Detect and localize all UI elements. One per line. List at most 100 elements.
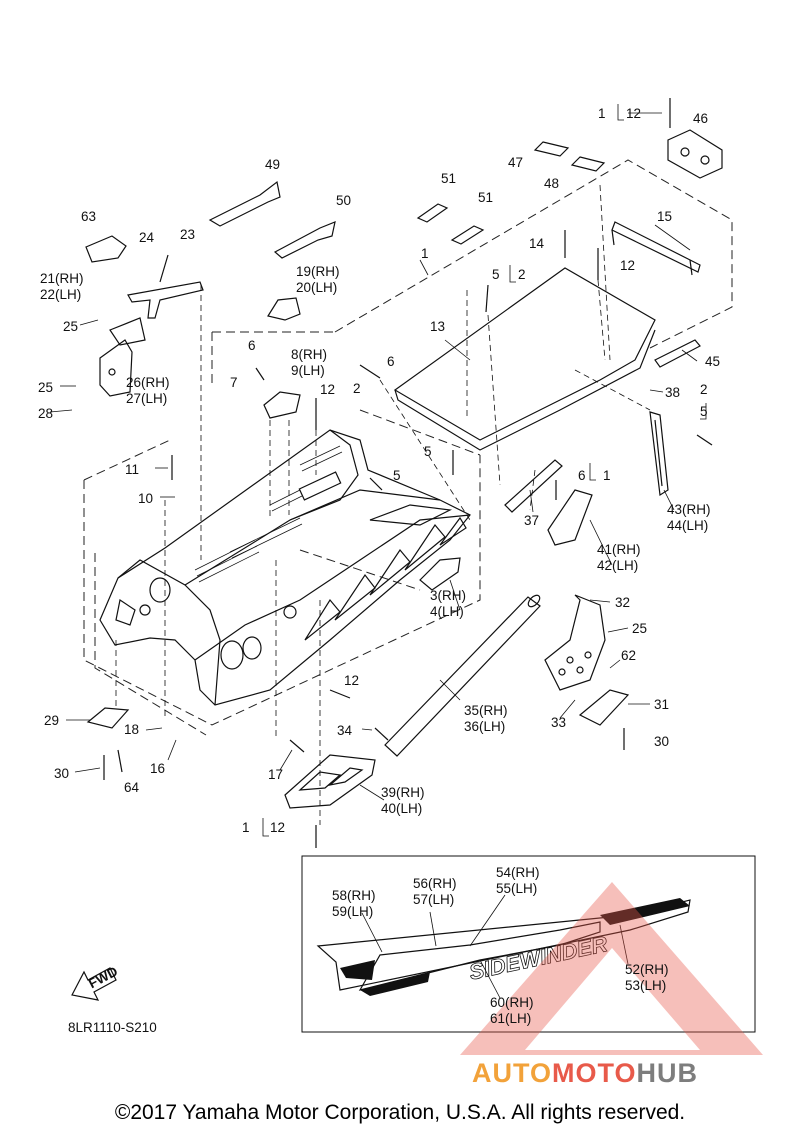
bracket-26-27 [99,339,133,397]
label-53: 53(LH) [625,978,666,993]
label-25b: 25 [38,380,53,395]
label-23: 23 [180,227,195,242]
label-60: 60(RH) [490,995,534,1010]
label-61: 61(LH) [490,1011,531,1026]
label-34: 34 [337,723,353,738]
label-15: 15 [657,209,672,224]
label-5d: 5 [393,468,401,483]
label-2c: 2 [700,382,708,397]
label-62: 62 [621,648,636,663]
label-50: 50 [336,193,351,208]
label-2b: 2 [353,381,361,396]
label-6c: 6 [578,468,586,483]
label-5b: 5 [700,404,708,419]
label-11: 11 [125,462,139,477]
label-6b: 6 [387,354,395,369]
assembly-outlines [83,159,733,736]
bracket-21-22 [109,281,204,346]
label-64: 64 [124,780,140,795]
label-36: 36(LH) [464,719,505,734]
label-12b: 12 [620,258,635,273]
label-20: 20(LH) [296,280,337,295]
label-39: 39(RH) [381,785,425,800]
bracket-46 [667,129,723,179]
label-14: 14 [529,236,545,251]
bracket-15 [611,221,701,276]
label-25c: 25 [632,621,647,636]
chassis-frame [99,429,471,706]
plate-3-4 [419,557,461,591]
watermark-logo [460,882,763,1055]
label-41: 41(RH) [597,542,641,557]
label-56: 56(RH) [413,876,457,891]
leader-lines [49,104,707,837]
alignment-lines [115,184,651,825]
label-1b: 1 [421,246,429,261]
footrest-32 [544,594,606,691]
label-24: 24 [139,230,155,245]
label-38: 38 [665,385,680,400]
label-5a: 5 [492,267,500,282]
rail-43-44 [649,411,669,497]
label-51a: 51 [441,171,456,186]
label-54: 54(RH) [496,865,540,880]
diagram-code: 8LR1110-S210 [68,1020,157,1035]
label-12c: 12 [320,382,335,397]
pad-49 [208,180,281,227]
label-1d: 1 [242,820,250,835]
label-10: 10 [138,491,153,506]
truss-holes [304,504,467,641]
label-44: 44(LH) [667,518,708,533]
flap-45 [654,339,701,368]
label-55: 55(LH) [496,881,537,896]
label-59: 59(LH) [332,904,373,919]
copyright-notice: ©2017 Yamaha Motor Corporation, U.S.A. A… [114,1101,686,1124]
label-21: 21(RH) [40,271,84,286]
label-5c: 5 [424,444,432,459]
label-9: 9(LH) [291,363,325,378]
label-12a: 12 [626,106,641,121]
label-31: 31 [654,697,669,712]
label-49: 49 [265,157,280,172]
watermark-moto: MOTO [552,1058,637,1088]
label-1a: 1 [598,106,606,121]
label-19: 19(RH) [296,264,340,279]
fwd-arrow-icon: FWD [71,963,120,1001]
step-31 [578,689,630,726]
pad-51b [450,225,485,245]
label-18: 18 [124,722,139,737]
label-33: 33 [551,715,566,730]
label-13: 13 [430,319,445,334]
label-6a: 6 [248,338,256,353]
label-16: 16 [150,761,165,776]
label-12e: 12 [270,820,285,835]
label-30a: 30 [654,734,669,749]
label-3: 3(RH) [430,588,466,603]
label-46: 46 [693,111,708,126]
label-48: 48 [544,176,559,191]
bar-37 [504,459,563,513]
label-35: 35(RH) [464,703,508,718]
label-7: 7 [230,375,238,390]
watermark-wordmark: AUTOMOTOHUB [472,1058,698,1089]
label-40: 40(LH) [381,801,422,816]
label-17: 17 [268,767,283,782]
step-29 [86,707,130,729]
label-42: 42(LH) [597,558,638,573]
fasteners [103,98,713,848]
label-2a: 2 [518,267,526,282]
bracket-8-9 [263,391,301,419]
label-1c: 1 [603,468,611,483]
label-27: 27(LH) [126,391,167,406]
decal-48 [570,156,606,172]
label-4: 4(LH) [430,604,464,619]
label-57: 57(LH) [413,892,454,907]
watermark-hub: HUB [636,1058,699,1088]
part-labels: 1 12 46 47 48 49 50 51 51 63 24 23 21(RH… [38,106,720,1035]
label-8: 8(RH) [291,347,327,362]
pad-51a [416,203,449,223]
step-plate [284,754,376,809]
label-52: 52(RH) [625,962,669,977]
running-board-tube [384,594,541,757]
